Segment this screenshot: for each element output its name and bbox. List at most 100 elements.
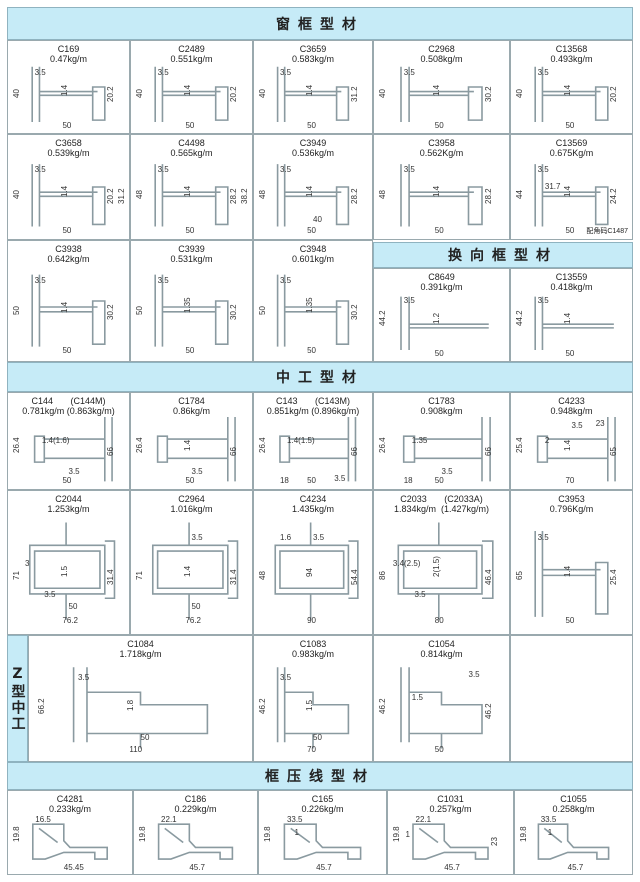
dimension-label: 1.4 [183, 439, 193, 451]
profile-section-shape [275, 522, 358, 619]
dimension-label: 1 [294, 828, 299, 838]
empty-cell [510, 635, 633, 762]
dimension-label: 50 [62, 476, 72, 486]
dimension-label: 31.2 [117, 188, 127, 204]
profile-section-shape [535, 531, 608, 617]
dimension-label: 22.1 [415, 814, 432, 824]
dimension-label: 66 [483, 447, 493, 457]
dimension-label: 26.4 [134, 436, 144, 453]
dimension-label: 50 [434, 120, 444, 130]
dimension-label: 40 [11, 89, 21, 99]
profile-weight: 0.814kg/m [420, 649, 463, 659]
profile-section-shape [413, 824, 488, 859]
dimension-label: 16.5 [35, 814, 51, 824]
profile-drawing [8, 241, 129, 361]
dimension-label: 18 [403, 476, 413, 486]
dimension-label: 50 [565, 615, 575, 625]
dimension-label: 3.5 [537, 165, 549, 175]
dimension-label: 50 [62, 120, 72, 130]
dimension-label: 46.2 [257, 697, 267, 714]
profile-weight: 0.47kg/m [49, 54, 88, 64]
profile-weight: 0.508kg/m [420, 54, 463, 64]
dimension-label: 1.4 [432, 85, 442, 97]
dimension-label: 28.2 [229, 188, 239, 204]
profile-code: C3938 [55, 244, 82, 254]
dimension-label: 3.5 [334, 473, 346, 483]
dimension-label: 80 [434, 615, 444, 625]
dimension-label: 66 [349, 447, 359, 457]
profile-code: C2968 [428, 44, 455, 54]
profile-drawing [254, 135, 372, 239]
dimension-label: 1 [405, 829, 410, 839]
dimension-label: 31.4 [106, 569, 116, 586]
profile-code: C13569 [555, 138, 588, 148]
profile-drawing [131, 491, 252, 634]
profile-note: 配角码C1487 [586, 228, 628, 235]
profile-section-shape [401, 297, 489, 350]
dimension-label: 94 [304, 567, 314, 577]
dimension-label: 20.2 [106, 86, 116, 102]
profile-code: C4234 [299, 494, 327, 504]
dimension-label: 40 [134, 89, 144, 99]
profile-drawing [254, 491, 372, 634]
dimension-label: 3.5 [279, 672, 292, 682]
profile-section-shape [538, 417, 615, 481]
dimension-label: 50 [11, 306, 21, 316]
dimension-label: 71 [134, 570, 144, 580]
profile-weight: 1.253kg/m [47, 504, 90, 514]
dimension-label: 50 [68, 601, 78, 611]
profile-section-shape [32, 164, 105, 226]
profile-code: C1783 [428, 396, 455, 406]
profile-section-shape [538, 824, 608, 859]
dimension-label: 1.35 [183, 297, 193, 313]
dimension-label: 44 [514, 190, 524, 200]
dimension-label: 3.5 [414, 590, 426, 600]
profile-weight: 0.226kg/m [301, 804, 344, 814]
profile-code: C4498 [178, 138, 205, 148]
profile-drawing [254, 41, 372, 133]
profile-weight: 0.391kg/m [420, 282, 463, 292]
profile-drawing [511, 135, 632, 239]
dimension-label: 45.7 [189, 863, 205, 873]
dimension-label: 1.4 [183, 85, 193, 97]
profile-weight: 0.86kg/m [172, 406, 211, 416]
profile-drawing [131, 41, 252, 133]
profile-drawing [374, 41, 509, 133]
dimension-label: 90 [307, 615, 316, 625]
dimension-label: 30.2 [229, 304, 239, 321]
profile-weight: 0.539kg/m [47, 148, 90, 158]
